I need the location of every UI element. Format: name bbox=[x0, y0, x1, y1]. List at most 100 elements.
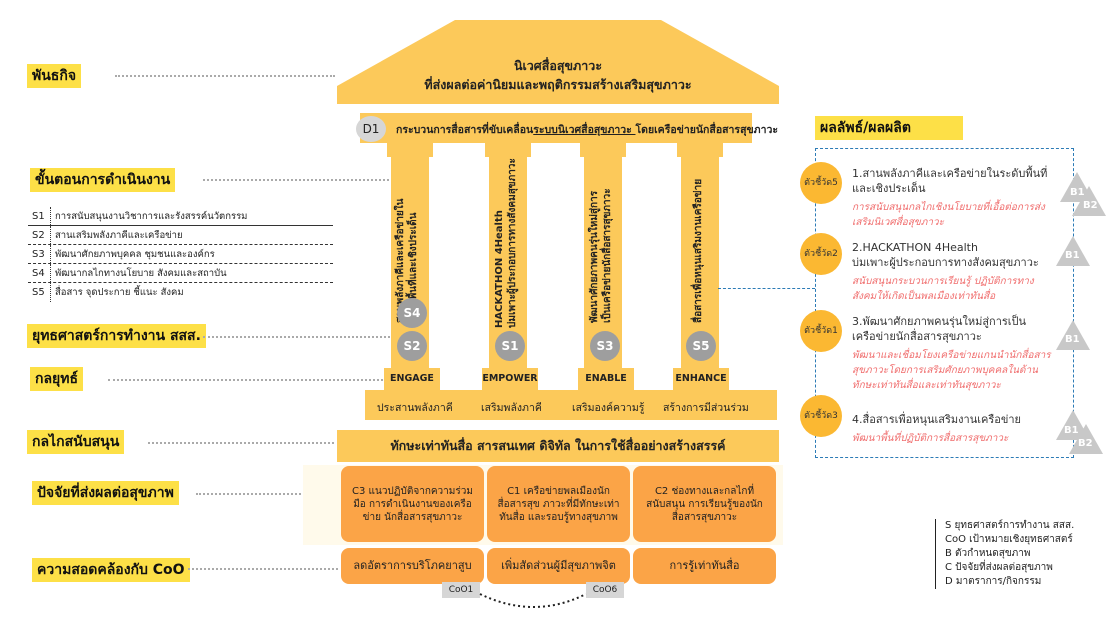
strategy-code: S5 bbox=[32, 287, 45, 298]
outcome-subtitle: พัฒนาและเชื่อมโยงเครือข่ายแกนนำนักสื่อสา… bbox=[852, 350, 1051, 391]
tactic-empower-label: เสริมพลังภาคี bbox=[481, 402, 542, 414]
legend-item: D มาตราการ/กิจกรรม bbox=[945, 576, 1042, 587]
legend-item: S ยุทธศาสตร์การทำงาน สสส. bbox=[945, 520, 1075, 531]
coo-link-curve bbox=[479, 593, 587, 608]
strategy-code: S3 bbox=[32, 248, 45, 260]
connector-strategy bbox=[203, 336, 398, 338]
measure-text-after: โดยเครือข่ายนักสื่อสารสุขภาวะ bbox=[635, 124, 779, 136]
connector-factors bbox=[196, 493, 336, 495]
label-strategy-thaihealth: ยุทธศาสตร์การทำงาน สสส. bbox=[27, 324, 206, 348]
pillar-text-line1: สื่อสารเพื่อหนุนเสริมงานเครือข่าย bbox=[693, 178, 704, 323]
determinant-b2-label: B2 bbox=[1078, 438, 1093, 449]
outcome-title: 3.พัฒนาศักยภาพคนรุ่นใหม่สู่การเป็นเครือข… bbox=[852, 315, 1027, 343]
determinant-b2-label: B2 bbox=[1083, 200, 1098, 211]
indicator-badge: ตัวชี้วัด2 bbox=[800, 233, 842, 275]
strategy-code: S1 bbox=[32, 210, 45, 222]
outcomes-title: ผลลัพธ์/ผลผลิต bbox=[815, 116, 963, 140]
strategy-badge-s2: S2 bbox=[397, 331, 427, 361]
factor-c1: C1 เครือข่ายพลเมืองนักสื่อสารสุข ภาวะที่… bbox=[487, 466, 630, 542]
connector-mission bbox=[115, 75, 335, 77]
pillar-enable-base: ENABLE bbox=[578, 368, 634, 390]
coo-tag-1: CoO1 bbox=[442, 582, 480, 598]
connector-process bbox=[203, 179, 393, 181]
legend: S ยุทธศาสตร์การทำงาน สสส. CoO เป้าหมายเช… bbox=[935, 519, 1074, 589]
strategy-row: S3 พัฒนาศักยภาพบุคคล ชุมชนและองค์กร bbox=[28, 245, 333, 264]
determinant-b1-label: B1 bbox=[1070, 187, 1085, 198]
support-mechanism-bar: ทักษะเท่าทันสื่อ สารสนเทศ ดิจิทัล ในการใ… bbox=[337, 430, 779, 462]
roof-title-line2: ที่ส่งผลต่อค่านิยมและพฤติกรรมสร้างเสริมส… bbox=[424, 77, 692, 92]
roof-shape bbox=[337, 20, 779, 104]
strategy-row: S1 การสนับสนุนงานวิชาการและรังสรรค์นวัตกร… bbox=[28, 207, 333, 226]
strategy-row: S5 สื่อสาร จุดประกาย ชี้แนะ สังคม bbox=[28, 283, 333, 302]
strategy-desc: สานเสริมพลังภาคีและเครือข่าย bbox=[50, 226, 183, 244]
label-coo-alignment: ความสอดคล้องกับ CoO bbox=[32, 558, 190, 582]
label-support-mechanism: กลไกสนับสนุน bbox=[27, 430, 125, 454]
pillar-engage-base: ENGAGE bbox=[384, 368, 440, 390]
legend-item: CoO เป้าหมายเชิงยุทธศาสตร์ bbox=[945, 534, 1073, 545]
connector-tactics bbox=[108, 379, 391, 381]
indicator-badge: ตัวชี้วัด3 bbox=[800, 395, 842, 437]
strategy-badge-s4: S4 bbox=[397, 298, 427, 328]
determinant-triangle bbox=[1056, 320, 1090, 350]
legend-item: B ตัวกำหนดสุขภาพ bbox=[945, 548, 1031, 559]
coo-item-mental-health: เพิ่มสัดส่วนผู้มีสุขภาพจิต bbox=[487, 548, 630, 584]
outcome-subtitle: พัฒนาพื้นที่ปฏิบัติการสื่อสารสุขภาวะ bbox=[852, 433, 1009, 444]
strategy-badge-s3: S3 bbox=[590, 331, 620, 361]
coo-item-media-literacy: การรู้เท่าทันสื่อ bbox=[633, 548, 776, 584]
tactic-enable-label: เสริมองค์ความรู้ bbox=[572, 402, 645, 414]
strategy-desc: พัฒนาศักยภาพบุคคล ชุมชนและองค์กร bbox=[50, 245, 215, 263]
factor-c2: C2 ช่องทางและกลไกที่สนับสนุน การเรียนรู้… bbox=[633, 466, 776, 542]
strategy-desc: สื่อสาร จุดประกาย ชี้แนะ สังคม bbox=[50, 283, 184, 302]
strategy-row: S2 สานเสริมพลังภาคีและเครือข่าย bbox=[28, 226, 333, 245]
strategy-code: S2 bbox=[32, 229, 45, 241]
determinant-triangle bbox=[1072, 186, 1106, 216]
outcome-subtitle: การสนับสนุนกลไกเชิงนโยบายที่เอื้อต่อการส… bbox=[852, 202, 1045, 228]
outcome-subtitle: สนับสนุนกระบวนการเรียนรู้ ปฏิบัติการทางส… bbox=[852, 276, 1034, 302]
label-tactics: กลยุทธ์ bbox=[30, 367, 84, 391]
pillar-enable-text: พัฒนาศักยภาพคนรุ่นใหม่สู่การเป็นเครือข่า… bbox=[588, 158, 614, 323]
roof-title-line1: นิเวศสื่อสุขภาวะ bbox=[513, 58, 603, 73]
outcomes-box bbox=[815, 148, 1074, 458]
measure-text: กระบวนการสื่อสารที่ขับเคลื่อนระบบนิเวศสื… bbox=[396, 121, 778, 138]
outcome-title: 4.สื่อสารเพื่อหนุนเสริมงานเครือข่าย bbox=[852, 413, 1021, 426]
strategy-desc: การสนับสนุนงานวิชาการและรังสรรค์นวัตกรรม bbox=[50, 207, 247, 225]
tactic-engage-label: ประสานพลังภาคี bbox=[377, 402, 453, 414]
roof-title: นิเวศสื่อสุขภาวะ ที่ส่งผลต่อค่านิยมและพฤ… bbox=[337, 56, 779, 94]
strategy-row: S4 พัฒนากลไกทางนโยบาย สังคมและสถาบัน bbox=[28, 264, 333, 283]
pillar-empower-base: EMPOWER bbox=[482, 368, 538, 390]
pillar-text-line2: เป็นเครือข่ายนักสื่อสารสุขภาวะ bbox=[602, 188, 613, 323]
label-process: ขั้นตอนการดำเนินงาน bbox=[30, 168, 176, 192]
factor-c3: C3 แนวปฏิบัติจากความร่วมมือ การดำเนินงาน… bbox=[341, 466, 484, 542]
outcome-title: 1.สานพลังภาคีและเครือข่ายในระดับพื้นที่แ… bbox=[852, 167, 1048, 195]
determinant-b1-label: B1 bbox=[1065, 250, 1080, 261]
tactics-platform bbox=[365, 390, 777, 420]
connector-support bbox=[148, 442, 334, 444]
determinant-b1-label: B1 bbox=[1064, 425, 1079, 436]
determinant-triangle bbox=[1069, 424, 1103, 454]
pillar-enhance-base: ENHANCE bbox=[673, 368, 729, 390]
pillar-text-line1: พัฒนาศักยภาพคนรุ่นใหม่สู่การ bbox=[589, 190, 600, 323]
measure-badge-d1: D1 bbox=[356, 116, 386, 142]
tactic-enhance-label: สร้างการมีส่วนร่วม bbox=[663, 402, 749, 414]
strategy-badge-s5: S5 bbox=[686, 331, 716, 361]
roof-polygon bbox=[337, 20, 779, 104]
strategy-table: S1 การสนับสนุนงานวิชาการและรังสรรค์นวัตกร… bbox=[28, 207, 333, 302]
indicator-badge: ตัวชี้วัด1 bbox=[800, 310, 842, 352]
coo-item-tobacco: ลดอัตราการบริโภคยาสูบ bbox=[341, 548, 484, 584]
label-mission: พันธกิจ bbox=[27, 64, 82, 88]
connector-outcomes bbox=[718, 288, 815, 289]
measure-beam bbox=[360, 113, 752, 143]
determinant-triangle bbox=[1056, 236, 1090, 266]
pillar-text-line1: HACKATHON 4Health bbox=[494, 210, 505, 328]
determinant-b1-label: B1 bbox=[1065, 334, 1080, 345]
indicator-badge: ตัวชี้วัด5 bbox=[800, 162, 842, 204]
strategy-desc: พัฒนากลไกทางนโยบาย สังคมและสถาบัน bbox=[50, 264, 227, 282]
pillar-text-line2: บ่มเพาะผู้ประกอบการทางสังคมสุขภาวะ bbox=[507, 158, 518, 328]
connector-coo bbox=[188, 568, 338, 570]
strategy-code: S4 bbox=[32, 267, 45, 279]
coo-tag-6: CoO6 bbox=[586, 582, 624, 598]
legend-item: C ปัจจัยที่ส่งผลต่อสุขภาพ bbox=[945, 562, 1053, 573]
strategy-badge-s1: S1 bbox=[495, 331, 525, 361]
